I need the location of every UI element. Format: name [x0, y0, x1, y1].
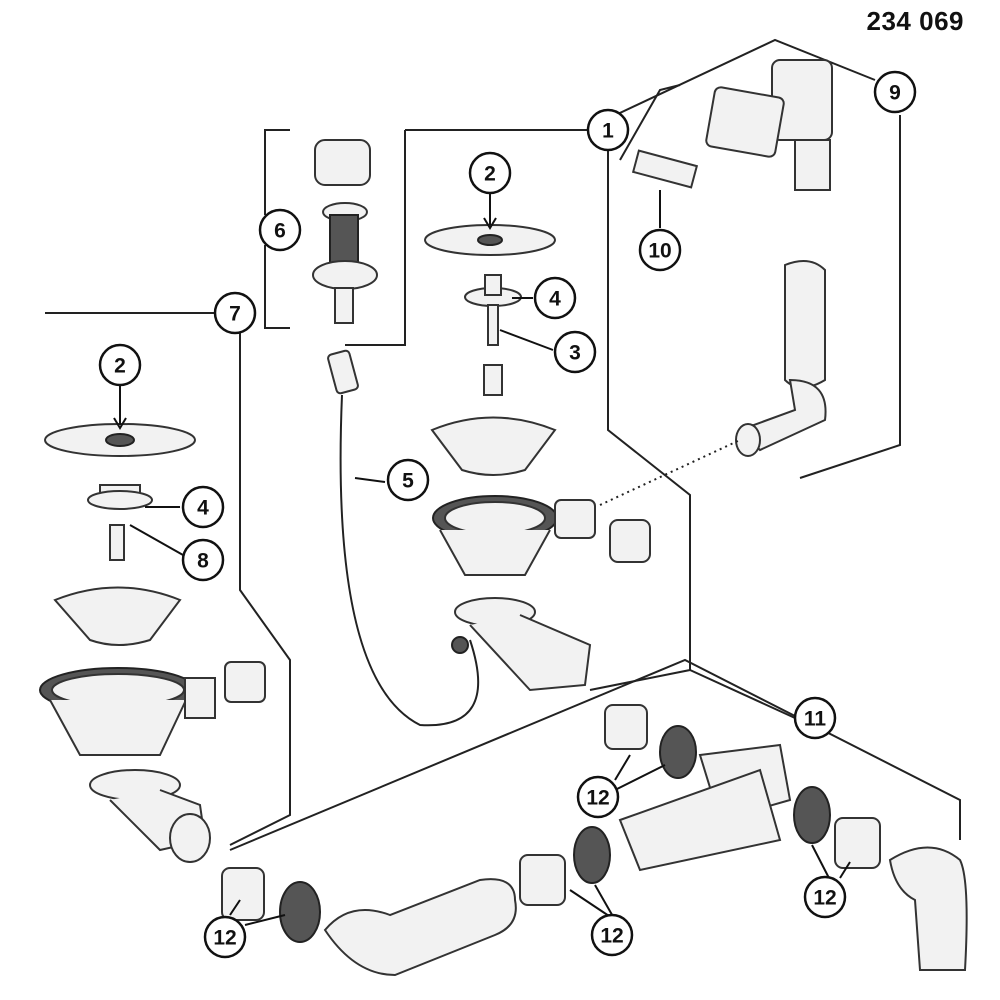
drain-pipe-assembly: [221, 704, 968, 977]
callout-circle: [203, 915, 247, 959]
callout-circle: [638, 228, 682, 272]
callout-2: 2: [468, 151, 512, 195]
callout-9: 9: [873, 70, 917, 114]
bowden-cable: [327, 349, 480, 727]
callout-number: 12: [813, 887, 836, 910]
callout-number: 4: [549, 288, 561, 311]
callout-number: 2: [114, 355, 126, 378]
callout-number: 4: [197, 497, 209, 520]
callout-12: 12: [803, 875, 847, 919]
callout-4: 4: [181, 485, 225, 529]
callout-number: 12: [213, 927, 236, 950]
callout-circle: [181, 538, 225, 582]
callout-1: 1: [586, 108, 630, 152]
callout-4: 4: [533, 276, 577, 320]
callout-12: 12: [203, 915, 247, 959]
callout-number: 10: [648, 240, 671, 263]
callout-circle: [533, 276, 577, 320]
callout-number: 8: [197, 550, 209, 573]
callout-circle: [586, 108, 630, 152]
callout-5: 5: [386, 458, 430, 502]
callout-number: 9: [889, 82, 901, 105]
callout-number: 5: [402, 470, 414, 493]
left-strainer-assembly: [39, 423, 266, 863]
callout-number: 12: [586, 787, 609, 810]
callout-circle: [258, 208, 302, 252]
callout-6: 6: [258, 208, 302, 252]
callout-circle: [181, 485, 225, 529]
callout-7: 7: [213, 291, 257, 335]
callout-circle: [98, 343, 142, 387]
overflow-assembly: [599, 59, 833, 506]
callout-circle: [803, 875, 847, 919]
callout-8: 8: [181, 538, 225, 582]
callout-number: 7: [229, 303, 241, 326]
callout-circle: [576, 775, 620, 819]
callout-number: 2: [484, 163, 496, 186]
callout-circle: [590, 913, 634, 957]
callout-circle: [213, 291, 257, 335]
callout-circle: [553, 330, 597, 374]
callout-12: 12: [576, 775, 620, 819]
callout-3: 3: [553, 330, 597, 374]
callout-11: 11: [793, 696, 837, 740]
remote-control-handle: [312, 139, 378, 324]
callout-number: 6: [274, 220, 286, 243]
callout-12: 12: [590, 913, 634, 957]
callout-number: 12: [600, 925, 623, 948]
center-strainer-assembly: [424, 224, 651, 692]
callout-2: 2: [98, 343, 142, 387]
callout-number: 1: [602, 120, 614, 143]
callout-circle: [793, 696, 837, 740]
leader-arrows: [113, 190, 851, 926]
callout-circle: [873, 70, 917, 114]
callout-10: 10: [638, 228, 682, 272]
callout-number: 3: [569, 342, 581, 365]
drawing-number: 234 069: [866, 6, 964, 36]
callout-circle: [468, 151, 512, 195]
callout-circle: [386, 458, 430, 502]
callout-number: 11: [804, 708, 827, 731]
